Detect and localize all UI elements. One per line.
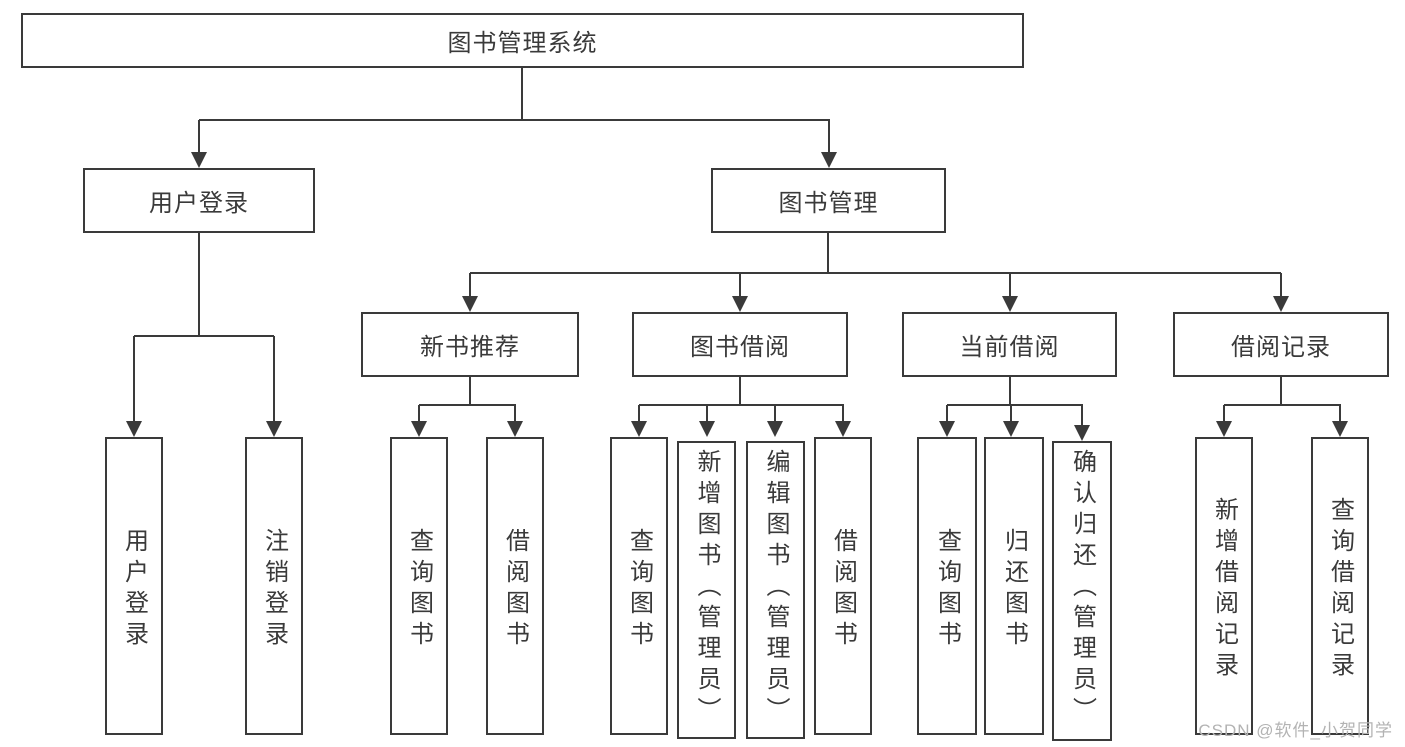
leaf-query-books-1-label: 查询图书	[405, 527, 433, 652]
arrow-down-icon	[835, 405, 851, 437]
node-root-label: 图书管理系统	[447, 30, 598, 57]
connector-current-borrow-stem	[1009, 377, 1011, 405]
arrow-down-icon	[126, 336, 142, 437]
node-book-borrow: 图书借阅	[632, 312, 848, 377]
arrow-down-icon	[1273, 273, 1289, 312]
connector-book-management-bar	[470, 272, 1281, 274]
leaf-add-borrow-record-label: 新增借阅记录	[1210, 496, 1238, 683]
arrow-down-icon	[1332, 405, 1348, 437]
leaf-user-login-label: 用户登录	[120, 527, 148, 652]
leaf-confirm-return-admin: 确认归还（管理员）	[1052, 441, 1112, 741]
arrow-down-icon	[1002, 273, 1018, 312]
leaf-logout-label: 注销登录	[260, 527, 288, 652]
connector-user-login-bar	[134, 335, 274, 337]
leaf-query-books-2-label: 查询图书	[625, 527, 653, 652]
leaf-query-borrow-record: 查询借阅记录	[1311, 437, 1369, 735]
arrow-down-icon	[699, 405, 715, 437]
arrow-down-icon	[266, 336, 282, 437]
connector-borrow-records-stem	[1280, 377, 1282, 405]
leaf-borrow-books-1-label: 借阅图书	[501, 527, 529, 652]
leaf-edit-books-admin-label: 编辑图书（管理员）	[762, 449, 789, 728]
leaf-confirm-return-admin-label: 确认归还（管理员）	[1068, 449, 1096, 728]
leaf-edit-books-admin: 编辑图书（管理员）	[746, 441, 805, 739]
arrow-down-icon	[1216, 405, 1232, 437]
leaf-add-books-admin: 新增图书（管理员）	[677, 441, 736, 739]
arrow-down-icon	[631, 405, 647, 437]
connector-new-book-bar	[419, 404, 516, 406]
leaf-return-books: 归还图书	[984, 437, 1044, 735]
connector-book-management-stem	[827, 233, 829, 273]
connector-new-book-stem	[469, 377, 471, 405]
leaf-add-borrow-record: 新增借阅记录	[1195, 437, 1253, 735]
leaf-query-books-2: 查询图书	[610, 437, 668, 735]
leaf-logout: 注销登录	[245, 437, 303, 735]
arrow-down-icon	[191, 120, 207, 168]
arrow-down-icon	[1074, 405, 1090, 441]
leaf-add-books-admin-label: 新增图书（管理员）	[693, 449, 720, 728]
leaf-borrow-books-2: 借阅图书	[814, 437, 872, 735]
node-current-borrow: 当前借阅	[902, 312, 1117, 377]
node-book-borrow-label: 图书借阅	[690, 334, 790, 361]
leaf-user-login: 用户登录	[105, 437, 163, 735]
arrow-down-icon	[939, 405, 955, 437]
node-current-borrow-label: 当前借阅	[959, 334, 1060, 361]
leaf-query-borrow-record-label: 查询借阅记录	[1326, 496, 1354, 683]
connector-user-login-stem	[198, 233, 200, 336]
leaf-query-books-1: 查询图书	[390, 437, 448, 735]
node-borrow-records-label: 借阅记录	[1231, 334, 1331, 361]
node-user-login-label: 用户登录	[149, 190, 249, 217]
leaf-return-books-label: 归还图书	[1000, 527, 1028, 652]
connector-current-borrow-bar	[947, 404, 1083, 406]
arrow-down-icon	[767, 405, 783, 437]
node-book-management: 图书管理	[711, 168, 946, 233]
node-new-book-recommend-label: 新书推荐	[420, 334, 520, 361]
connector-root-bar	[199, 119, 830, 121]
watermark: CSDN @软件_小贺同学	[1198, 721, 1393, 740]
leaf-borrow-books-1: 借阅图书	[486, 437, 544, 735]
arrow-down-icon	[1003, 405, 1019, 437]
connector-borrow-records-bar	[1224, 404, 1341, 406]
leaf-borrow-books-2-label: 借阅图书	[829, 527, 857, 652]
connector-root-stem	[521, 68, 523, 120]
leaf-query-books-3-label: 查询图书	[933, 527, 961, 652]
node-book-management-label: 图书管理	[778, 190, 879, 217]
connector-book-borrow-bar	[639, 404, 844, 406]
connector-book-borrow-stem	[739, 377, 741, 405]
arrow-down-icon	[411, 405, 427, 437]
node-borrow-records: 借阅记录	[1173, 312, 1389, 377]
leaf-query-books-3: 查询图书	[917, 437, 977, 735]
node-user-login: 用户登录	[83, 168, 315, 233]
node-new-book-recommend: 新书推荐	[361, 312, 579, 377]
node-root: 图书管理系统	[21, 13, 1024, 68]
arrow-down-icon	[462, 273, 478, 312]
arrow-down-icon	[507, 405, 523, 437]
arrow-down-icon	[821, 120, 837, 168]
arrow-down-icon	[732, 273, 748, 312]
